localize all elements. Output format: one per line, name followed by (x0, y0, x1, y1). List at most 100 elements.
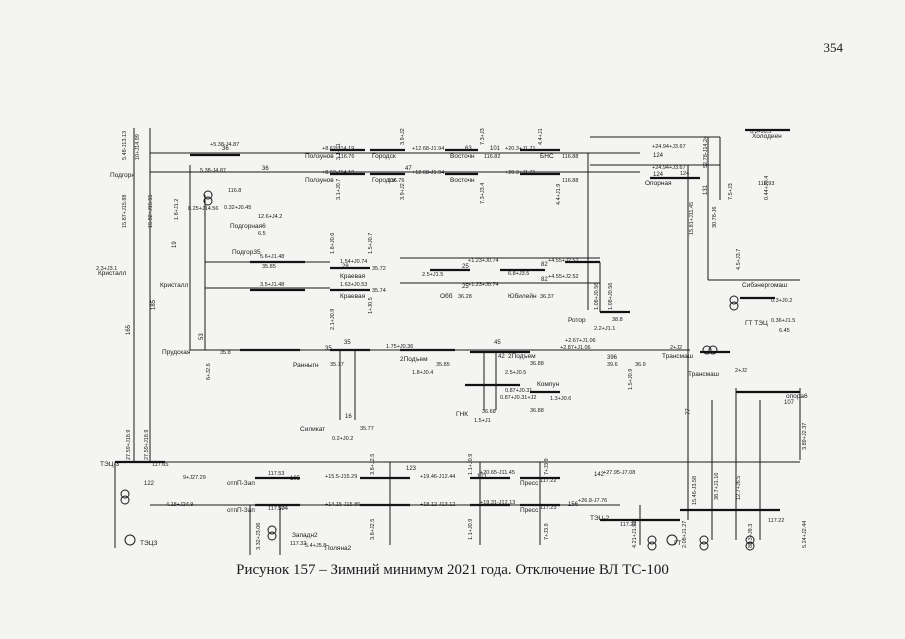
flow-opor-1: +24.94+J3.67 (652, 144, 686, 150)
figure-caption: Рисунок 157 – Зимний минимум 2021 года. … (236, 562, 669, 578)
label-tets3: ТЭЦ-3 (100, 461, 120, 468)
flow-kraev-1: 1.54+J0.74 (340, 259, 367, 265)
vflow-zap-1: 3.8+J2.5 (370, 454, 376, 475)
line-num-165: 165 (126, 324, 132, 335)
label-transmash: Трансмаш (662, 353, 693, 360)
flow-gnk-1: 0.87+J0.31 (505, 388, 532, 394)
flow-transmash-load-2: 2+J2 (735, 368, 747, 374)
flow-gt-tets: 0.36+J1.5 (771, 318, 795, 324)
vflow-tets2-1: 38.7+J1.16 (714, 473, 720, 500)
line-num-121: 121 (477, 474, 488, 480)
label-gnk: ГНК (456, 411, 468, 418)
voltage-kompun: 36.88 (530, 408, 544, 414)
vflow-opor-3: 52.78-J14.24 (703, 136, 709, 168)
voltage-gt: 6.45 (779, 328, 790, 334)
voltage-gor1: 116.76 (388, 178, 404, 184)
flow-rotor-load: 2.2+J1.1 (594, 326, 615, 332)
voltage-tets2: 117.22 (620, 522, 636, 528)
flow-zap-b: +19.46-J12.44 (420, 474, 455, 480)
flow-obb-1: +1.23+J0.74 (468, 258, 499, 264)
label-opornaya: Опорная (645, 180, 672, 187)
flow-podgor35-2: 3.5+J1.48 (260, 282, 284, 288)
label-kraevaya-2: Краевая (340, 293, 366, 300)
vflow-rotor-1: 1.08+J0.56 (594, 283, 600, 310)
line-num-105: 105 (290, 476, 301, 482)
vflow-kraev-4: 1+J0.5 (368, 297, 374, 314)
label-gt: ГТ (674, 540, 682, 547)
vflow-gor-2: 3.9+J2 (400, 183, 406, 200)
vflow-sibenergomash: 4.5+J3.7 (736, 249, 742, 270)
label-rannyrn: Ранныгн (293, 362, 319, 369)
label-bns: БНС (540, 153, 554, 160)
flow-polyana: 5.4+J5.8 (305, 543, 326, 549)
voltage-gnk2: 36.88 (530, 361, 544, 367)
line-num-82b: 82 (541, 277, 548, 283)
label-podgorn: Подгорн (110, 172, 135, 179)
flow-vost-bns-1: +20.3+J1.71 (505, 146, 536, 152)
vflow-tets2-3: 83.3+J9.3 (748, 524, 754, 548)
label-vostochn-2: Восточн (450, 177, 475, 184)
flow-yub-load: 6.8+J3.5 (508, 271, 529, 277)
label-kraevaya: Краевая (340, 273, 366, 280)
voltage-polz1: 116.76 (338, 154, 354, 160)
label-podgornaya6: Подгорная6 (230, 223, 266, 230)
voltage-podgor35: 35.85 (262, 264, 276, 270)
label-gt-tets: ГТ ТЭЦ (745, 320, 768, 327)
label-sibenergomash: Сибэнергомаш (742, 281, 787, 289)
flow-polz-gor-2: +8.62-J14.19 (322, 170, 354, 176)
label-silikat: Силикат (300, 426, 325, 433)
vflow-transmash: 1.5+J0.9 (628, 369, 634, 390)
flow-podgor35-1: 5.6+J1.48 (260, 254, 284, 260)
label-polzunov: Ползунов (305, 153, 334, 160)
line-num-122: 122 (144, 481, 155, 487)
vflow-tets2-2: 12.7+J6.5 (736, 476, 742, 500)
flow-tets3-zap: 9+J27.29 (183, 475, 206, 481)
top-line-1 (150, 136, 720, 173)
voltage-polyana2: 117.32 (290, 541, 306, 547)
line-num-123: 123 (406, 466, 417, 472)
line-num-124: 124 (653, 153, 664, 159)
line-num-36: 36 (222, 146, 229, 152)
flow-obb-2: +1.23+J0.74 (468, 282, 499, 288)
voltage-kraev2: 35.74 (372, 288, 386, 294)
flow-tets2-b: +26.8-J7.76 (578, 498, 607, 504)
line-num-25: 25 (462, 264, 469, 270)
vflow-tets2-5: 2.08+J1.27 (682, 521, 688, 548)
line-num-82: 82 (541, 262, 548, 268)
line-num-47: 47 (405, 166, 412, 172)
voltage-podem2: 35.85 (436, 362, 450, 368)
label-transmash-2: Трансмаш (688, 371, 719, 378)
flow-sibenergomash: 0.3+J0.2 (771, 298, 792, 304)
voltage-zap2: 117.57 (268, 506, 284, 512)
vflow-tets3-2: 27.59+J18.9 (144, 430, 150, 460)
vflow-hol-1: 0.44+J0.4 (764, 176, 770, 200)
vflow-podgorn-2: 10+J14.99 (135, 134, 141, 160)
line-num-185: 185 (151, 299, 157, 310)
flow-gnk-podem: 2.5+J0.5 (505, 370, 526, 376)
label-otpaika-zap-2: отпП-Зап (227, 507, 255, 514)
label-holodegn: Холодеен (752, 133, 782, 140)
vflow-vost-1: 7.3+J3 (480, 128, 486, 145)
line-num-131: 131 (703, 184, 709, 195)
line-num-42: 42 (498, 354, 505, 360)
voltage-obb: 36.28 (458, 294, 472, 300)
label-press: Пресс (520, 480, 539, 487)
label-kompun: Компун (537, 381, 560, 388)
line-num-45: 45 (494, 340, 501, 346)
label-tets3-gen: ТЭЦЗ (140, 540, 157, 547)
line-num-63: 63 (465, 146, 472, 152)
voltage-podgorn6-low: 6.5 (258, 231, 266, 237)
vflow-press-4: 7+J3.9 (544, 523, 550, 540)
line-num-35b: 35 (344, 340, 351, 346)
flow-obb-load: 2.5+J1.5 (422, 272, 443, 278)
label-otpaika-zap: отпП-Зап (227, 480, 255, 487)
vflow-polz-2: 3.1+J0.7 (336, 179, 342, 200)
label-polyana2: Поляна2 (325, 545, 352, 552)
flow-holodegn-1: 0.3+J0.5 (750, 129, 771, 135)
vflow-opor-1: 15.46-J3.58 (692, 476, 698, 505)
line-num-77: 77 (686, 408, 692, 415)
flow-kristall: 2.3+J3.1 (96, 266, 117, 272)
line-num-25b: 25 (462, 284, 469, 290)
line-num-156: 156 (568, 502, 579, 508)
line-num-142: 142 (594, 472, 605, 478)
